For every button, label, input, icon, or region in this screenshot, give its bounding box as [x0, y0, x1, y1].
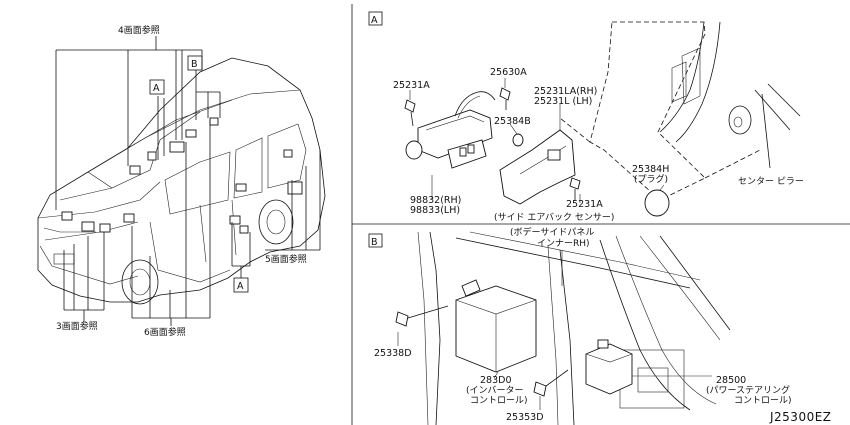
body-side-panel-line2: インナーRH) — [537, 238, 590, 249]
box-b-letter: B — [191, 59, 198, 70]
box-a-marker — [149, 79, 165, 95]
panel-a-box — [368, 11, 383, 26]
box-a-letter: A — [153, 83, 160, 94]
part-25231la: 25231LA(RH) — [534, 86, 597, 97]
center-pillar-caption: センター ピラー — [738, 176, 804, 187]
part-25231a-top: 25231A — [393, 80, 430, 91]
power-steering-control-line2: コントロール) — [734, 396, 792, 406]
part-25630a: 25630A — [490, 67, 527, 78]
ref-page-4-label: 4画面参照 — [118, 24, 160, 36]
part-283d0: 283D0 — [480, 375, 512, 386]
panel-a-letter: A — [371, 15, 378, 26]
part-28500: 28500 — [716, 375, 746, 386]
part-98833: 98833(LH) — [410, 205, 460, 216]
ref-page-6-label: 6画面参照 — [144, 326, 186, 338]
power-steering-control-line1: (パワーステアリング — [706, 384, 790, 396]
panel-frame — [351, 4, 850, 425]
vehicle-overview — [37, 49, 326, 319]
plug-caption: (プラグ) — [634, 173, 668, 185]
part-25384b: 25384B — [494, 116, 531, 127]
part-25353d: 25353D — [506, 412, 544, 423]
part-25338d: 25338D — [374, 348, 412, 359]
part-25231a-bottom: 25231A — [566, 199, 603, 210]
box-a-lower-letter: A — [237, 281, 244, 292]
body-side-panel-line1: (ボデーサイドパネル — [510, 226, 594, 238]
panel-b-letter: B — [371, 237, 378, 248]
part-25384h: 25384H — [632, 164, 669, 175]
box-b-marker — [187, 55, 203, 71]
diagram-code: J25300EZ — [769, 410, 832, 424]
inverter-control-line1: (インバーター — [466, 385, 524, 396]
panel-a-drawing — [404, 21, 801, 217]
ref-page-5-label: 5画面参照 — [265, 253, 307, 265]
box-a-lower-marker — [233, 277, 249, 293]
part-25231l: 25231L (LH) — [534, 96, 592, 107]
panel-b-box — [368, 233, 383, 248]
part-98832: 98832(RH) — [410, 195, 461, 206]
panel-b-drawing — [395, 231, 731, 425]
inverter-control-line2: コントロール) — [470, 396, 528, 406]
side-airbag-sensor-caption: (サイド エアバック センサー) — [494, 212, 614, 223]
ref-page-3-label: 3画面参照 — [56, 320, 98, 332]
